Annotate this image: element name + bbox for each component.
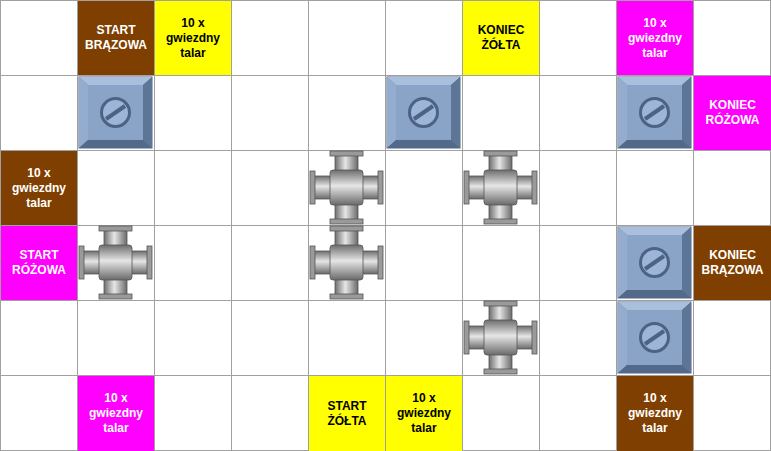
field-label: START RÓŻOWA xyxy=(7,248,71,278)
board-field: KONIEC RÓŻOWA xyxy=(694,76,771,150)
board-field: START RÓŻOWA xyxy=(1,226,77,300)
field-label: KONIEC BRĄZOWA xyxy=(701,248,765,278)
blocked-tile xyxy=(618,227,691,298)
board-field: 10 x gwiezdny talar xyxy=(386,376,462,451)
pipe-cross xyxy=(310,151,383,224)
field-label: 10 x gwiezdny talar xyxy=(623,391,687,436)
field-label: 10 x gwiezdny talar xyxy=(84,391,148,436)
field-label: START BRĄZOWA xyxy=(84,23,148,53)
field-label: KONIEC RÓŻOWA xyxy=(701,98,765,128)
board-field: KONIEC ŻÓŁTA xyxy=(463,1,539,75)
field-label: KONIEC ŻÓŁTA xyxy=(469,23,533,53)
board-field: START BRĄZOWA xyxy=(78,1,154,75)
pipe-cross xyxy=(464,151,537,224)
blocked-tile xyxy=(387,77,460,148)
field-label: 10 x gwiezdny talar xyxy=(392,391,456,436)
field-label: 10 x gwiezdny talar xyxy=(161,16,225,61)
board-field: 10 x gwiezdny talar xyxy=(78,376,154,451)
blocked-tile xyxy=(79,77,152,148)
board-field: KONIEC BRĄZOWA xyxy=(694,226,771,300)
pipe-cross xyxy=(79,226,152,299)
field-label: 10 x gwiezdny talar xyxy=(623,16,687,61)
pipe-cross xyxy=(310,226,383,299)
board-field: 10 x gwiezdny talar xyxy=(1,151,77,225)
board-field: 10 x gwiezdny talar xyxy=(617,376,693,451)
blocked-tile xyxy=(618,302,691,373)
blocked-tile xyxy=(618,77,691,148)
pipe-cross xyxy=(464,301,537,374)
board-field: 10 x gwiezdny talar xyxy=(617,1,693,75)
field-label: 10 x gwiezdny talar xyxy=(7,166,71,211)
board-field: START ŻÓŁTA xyxy=(309,376,385,451)
field-label: START ŻÓŁTA xyxy=(315,399,379,429)
board-field: 10 x gwiezdny talar xyxy=(155,1,231,75)
